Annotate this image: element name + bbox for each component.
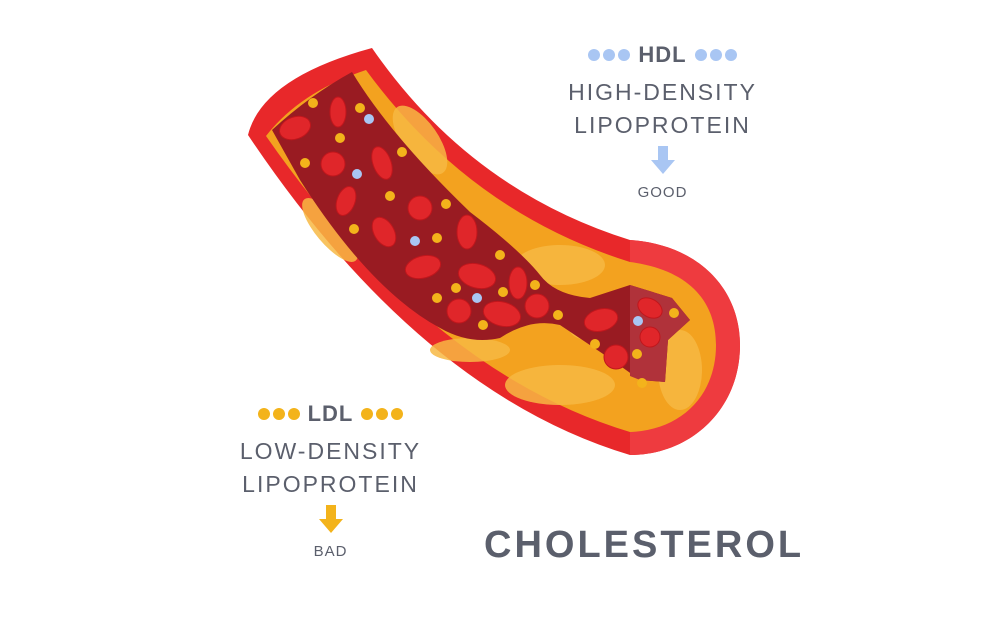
down-arrow-icon — [318, 505, 343, 533]
hdl-dots-right — [694, 49, 737, 61]
hdl-line2: LIPOPROTEIN — [574, 112, 751, 138]
ldl-name: LDL — [307, 401, 354, 426]
hdl-heading: HDL — [560, 42, 765, 68]
ldl-line2: LIPOPROTEIN — [242, 471, 419, 497]
hdl-name: HDL — [638, 42, 687, 67]
ldl-heading: LDL — [228, 401, 433, 427]
hdl-verdict: GOOD — [637, 184, 688, 201]
ldl-legend: LDL LOW-DENSITY LIPOPROTEIN BAD — [228, 401, 433, 560]
hdl-description: HIGH-DENSITY LIPOPROTEIN — [560, 76, 765, 142]
ldl-verdict: BAD — [313, 543, 348, 560]
red-blood-cells — [279, 96, 663, 370]
down-arrow-icon — [650, 146, 675, 174]
page-title: CHOLESTEROL — [484, 524, 805, 566]
ldl-particles — [300, 98, 679, 388]
hdl-dots-left — [588, 49, 631, 61]
plaque-texture — [302, 105, 702, 410]
ldl-dots-left — [257, 408, 300, 420]
ldl-dots-right — [361, 408, 404, 420]
hdl-particles — [352, 114, 643, 326]
ldl-line1: LOW-DENSITY — [239, 438, 422, 464]
hdl-line1: HIGH-DENSITY — [568, 79, 757, 105]
hdl-legend: HDL HIGH-DENSITY LIPOPROTEIN GOOD — [560, 42, 765, 201]
ldl-description: LOW-DENSITY LIPOPROTEIN — [228, 435, 433, 501]
